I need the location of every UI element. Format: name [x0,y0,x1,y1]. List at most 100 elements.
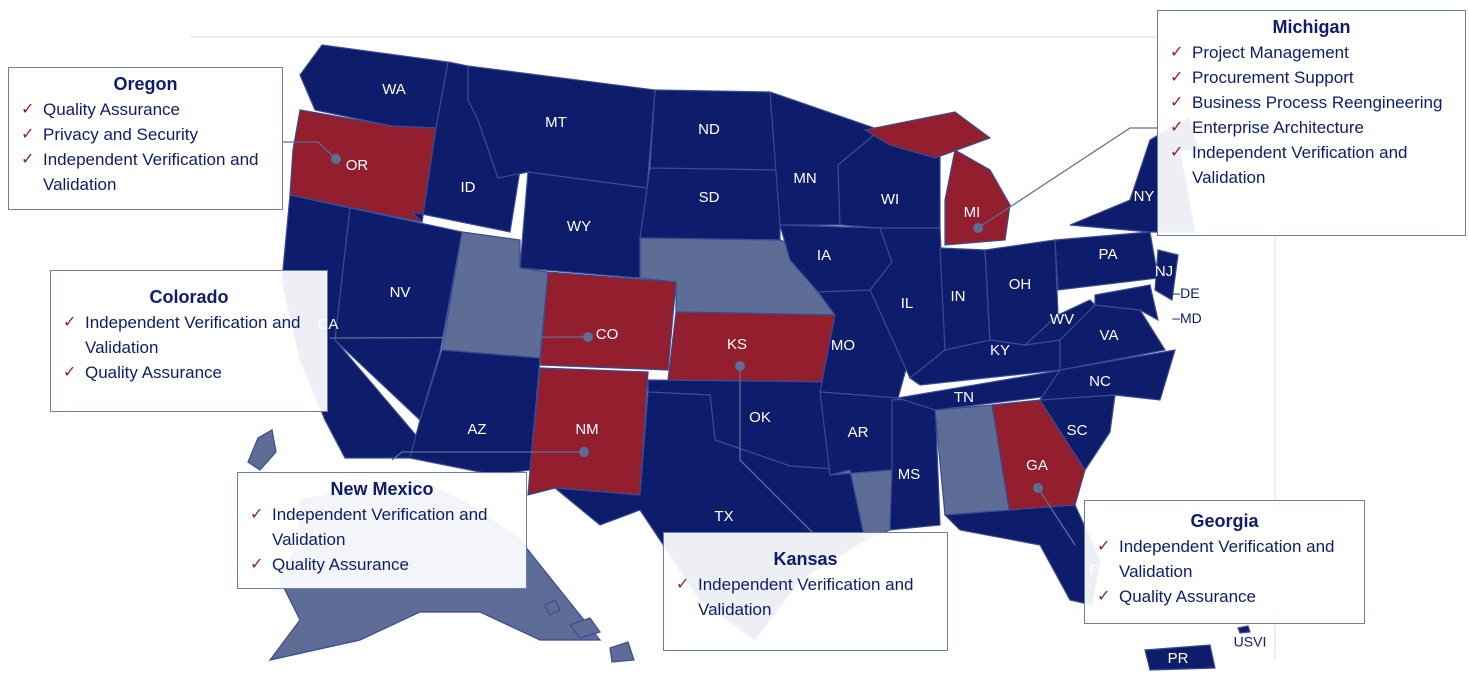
label-ny: NY [1134,188,1155,205]
leader-michigan [977,127,1158,229]
label-nc: NC [1089,373,1111,390]
state-co [539,271,677,371]
list-item: ✓Quality Assurance [61,360,317,385]
label-sc: SC [1067,422,1088,439]
label-ks: KS [727,336,747,353]
list-item: ✓Enterprise Architecture [1168,115,1455,140]
label-nv: NV [390,284,411,301]
label-in: IN [951,288,966,305]
checkmark-icon: ✓ [676,576,690,593]
callout-list: ✓Independent Verification and Validation… [61,310,317,385]
label-co: CO [596,326,619,343]
checkmark-icon: ✓ [1097,538,1111,555]
callout-title: New Mexico [330,479,434,499]
callout-title: Michigan [1272,17,1351,37]
label-tx: TX [714,508,733,525]
checkmark-icon: ✓ [1170,119,1184,136]
label-nj: NJ [1155,263,1173,280]
label-mi: MI [964,204,981,221]
checkmark-icon: ✓ [63,364,77,381]
callout-list: ✓Independent Verification and Validation… [1095,534,1354,609]
list-item: ✓Project Management [1168,40,1455,65]
label-tn: TN [954,389,974,406]
callout-kansas: Kansas ✓Independent Verification and Val… [663,532,948,651]
marker-nm [579,447,589,457]
list-item: ✓Independent Verification and Validation [674,572,937,622]
state-ks [667,311,843,383]
label-mo: MO [831,337,855,354]
state-nj [1154,249,1179,301]
checkmark-icon: ✓ [21,126,35,143]
marker-ks [735,361,745,371]
label-wi: WI [881,191,899,208]
label-ia: IA [817,247,831,264]
checkmark-icon: ✓ [21,151,35,168]
list-item: ✓Business Process Reengineering [1168,90,1455,115]
list-item: ✓Independent Verification and Validation [1168,140,1455,190]
checkmark-icon: ✓ [1170,144,1184,161]
marker-co [583,332,593,342]
leader-colorado [329,336,589,339]
callout-title: Oregon [113,74,178,94]
list-item: ✓Quality Assurance [248,552,516,577]
list-item: ✓Independent Verification and Validation [19,147,272,197]
label-nd: ND [698,121,720,138]
state-usvi [1237,625,1251,634]
list-item: ✓Quality Assurance [1095,584,1354,609]
list-item: ✓Independent Verification and Validation [61,310,317,360]
state-hi-1 [544,599,561,616]
list-item: ✓Procurement Support [1168,65,1455,90]
callout-list: ✓Project Management ✓Procurement Support… [1168,40,1455,190]
marker-mi [973,223,983,233]
callout-list: ✓Quality Assurance ✓Privacy and Security… [19,97,272,197]
label-pr: PR [1168,650,1189,667]
label-wy: WY [567,218,591,235]
callout-title: Kansas [773,549,838,569]
list-item: ✓Quality Assurance [19,97,272,122]
checkmark-icon: ✓ [250,556,264,573]
label-pa: PA [1099,246,1118,263]
callout-title: Colorado [149,287,229,307]
state-nc [1038,349,1176,401]
callout-list: ✓Independent Verification and Validation [674,572,937,622]
state-hi-3 [609,641,635,663]
callout-georgia: Georgia ✓Independent Verification and Va… [1084,500,1365,624]
leader-georgia [1037,487,1076,546]
list-item: ✓Independent Verification and Validation [1095,534,1354,584]
label-il: IL [901,295,914,312]
marker-ga [1033,483,1043,493]
label-va: VA [1100,327,1119,344]
leader-oregon [282,141,337,160]
label-md: –MD [1172,310,1202,326]
label-nm: NM [575,421,598,438]
label-az: AZ [467,421,486,438]
callout-colorado: Colorado ✓Independent Verification and V… [50,270,328,412]
state-hi-2 [569,617,601,639]
leader-kansas [739,366,813,533]
state-wv [1023,299,1096,346]
checkmark-icon: ✓ [1170,94,1184,111]
label-id: ID [461,179,476,196]
label-or: OR [346,157,369,174]
checkmark-icon: ✓ [63,314,77,331]
checkmark-icon: ✓ [21,101,35,118]
list-item: ✓Privacy and Security [19,122,272,147]
callout-michigan: Michigan ✓Project Management ✓Procuremen… [1157,10,1466,236]
state-pr [1144,644,1216,671]
list-item: ✓Independent Verification and Validation [248,502,516,552]
label-wv: WV [1050,311,1074,328]
label-usvi: USVI [1234,634,1267,650]
label-oh: OH [1009,276,1032,293]
checkmark-icon: ✓ [1097,588,1111,605]
label-mt: MT [545,114,567,131]
state-fl [943,504,1101,606]
label-mn: MN [793,170,816,187]
label-ky: KY [990,342,1010,359]
label-sd: SD [699,189,720,206]
callout-oregon: Oregon ✓Quality Assurance ✓Privacy and S… [8,67,283,210]
label-ok: OK [749,409,771,426]
state-ms [889,397,941,531]
callout-new-mexico: New Mexico ✓Independent Verification and… [237,472,527,589]
label-ga: GA [1026,457,1048,474]
